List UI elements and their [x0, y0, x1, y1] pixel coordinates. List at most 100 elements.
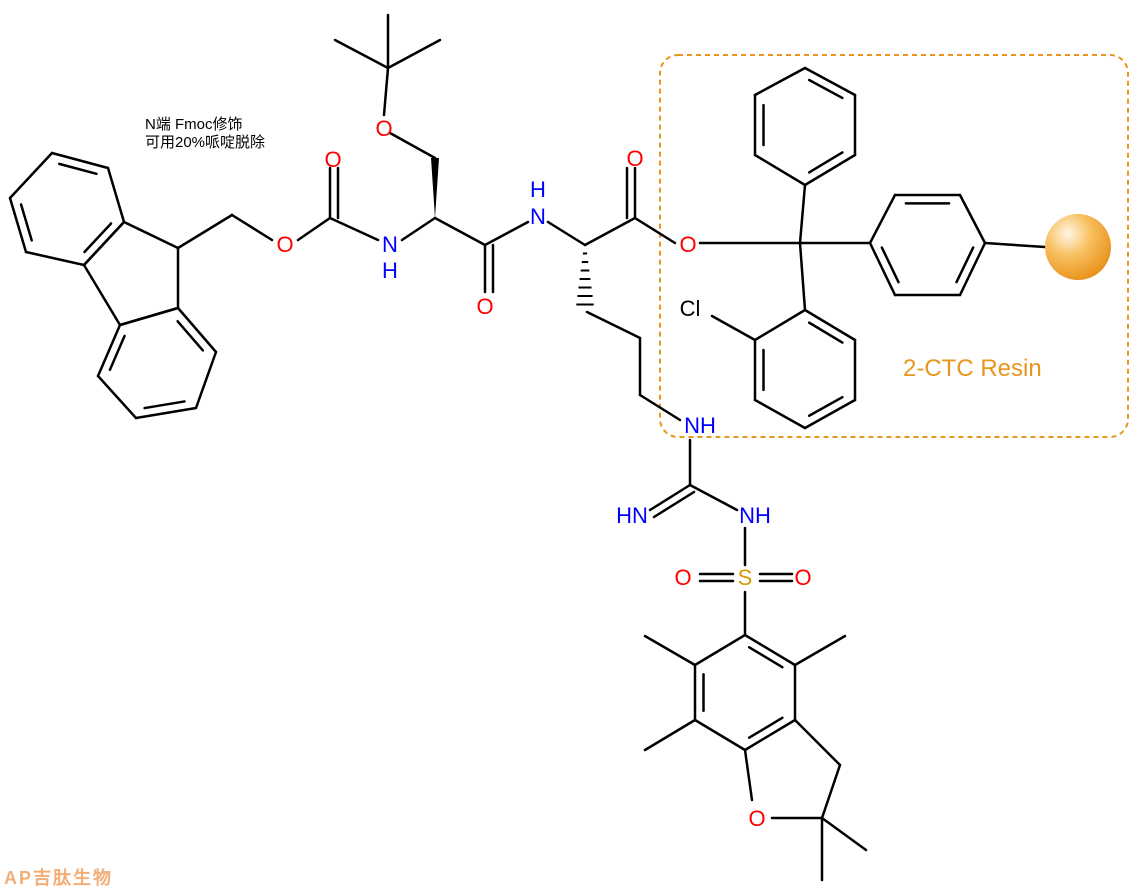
bond [820, 816, 868, 852]
bond [638, 393, 682, 422]
bond [585, 310, 642, 340]
bond [400, 216, 437, 242]
watermark-logo: AP吉肽生物 [4, 868, 114, 888]
bond [296, 216, 332, 242]
resin-label: 2-CTC Resin [903, 355, 1042, 382]
annotation-line-2: 可用20%哌啶脱除 [145, 134, 266, 151]
bond [82, 263, 122, 327]
atom-label-o: O [324, 147, 341, 172]
bond [143, 400, 186, 410]
bond [798, 241, 807, 312]
bond [643, 718, 697, 752]
bond [803, 398, 857, 430]
bond [753, 153, 807, 187]
bond [583, 216, 637, 247]
atom-label-o: O [276, 232, 293, 257]
bond [96, 374, 138, 420]
bond [633, 216, 677, 245]
bond [230, 213, 274, 242]
resin-bead [1045, 214, 1111, 280]
bond [983, 241, 1047, 249]
hashed-bond [576, 252, 594, 306]
atom-label-n: NH [684, 413, 716, 438]
bond [743, 633, 797, 667]
bond [333, 38, 390, 70]
atom-label-n: N [382, 232, 398, 257]
bond [19, 203, 33, 242]
atom-label-o: O [679, 232, 696, 257]
bond [433, 216, 487, 247]
atom-label-o: O [674, 565, 691, 590]
bond [8, 151, 54, 200]
atom-label-n: N [530, 204, 546, 229]
atom-label-cl: Cl [680, 296, 701, 321]
bond [807, 78, 844, 100]
bond [753, 66, 807, 97]
atom-label-o: O [375, 116, 392, 141]
bond [693, 633, 747, 667]
bond [793, 634, 847, 667]
atom-label-o: O [476, 294, 493, 319]
annotation-line-1: N端 Fmoc修饰 [145, 116, 243, 133]
atom-label-o: O [794, 565, 811, 590]
bond [386, 38, 442, 70]
bond [820, 763, 842, 820]
bond [82, 220, 126, 267]
bond [807, 151, 844, 174]
bond [106, 166, 126, 224]
bond [753, 308, 807, 342]
bond [648, 483, 692, 512]
bond [743, 748, 754, 802]
bond [382, 66, 390, 117]
bond [743, 718, 797, 752]
bond [643, 634, 697, 667]
bond [753, 398, 807, 430]
atom-label-o: O [748, 806, 765, 831]
bond [807, 321, 844, 344]
bond [176, 213, 234, 250]
bond [24, 250, 86, 267]
bond [868, 193, 897, 245]
bond [868, 241, 897, 297]
bond [546, 220, 587, 247]
bond [803, 66, 857, 97]
atom-label-s: S [738, 565, 753, 590]
bond [108, 334, 126, 372]
bond [328, 216, 380, 242]
bond [8, 196, 28, 254]
bond [955, 246, 975, 284]
bond [194, 350, 218, 410]
bond [798, 183, 807, 245]
bond [793, 718, 842, 767]
bond [880, 246, 900, 284]
bonds [8, 13, 1047, 882]
bond [747, 716, 784, 739]
bond [803, 153, 857, 187]
bond [388, 131, 437, 160]
bond [958, 193, 987, 245]
bond [747, 646, 784, 669]
bond [50, 151, 110, 170]
bond [483, 220, 530, 247]
wedge-bond [431, 158, 439, 218]
bond [807, 395, 844, 418]
atom-label-n: H [530, 177, 546, 202]
bond [652, 490, 696, 519]
bond [176, 306, 218, 354]
fmoc-annotation: N端 Fmoc修饰 可用20%哌啶脱除 [145, 116, 265, 152]
bond [134, 406, 198, 420]
bond [803, 308, 857, 342]
atom-label-n: HN [616, 503, 648, 528]
bond [176, 320, 205, 352]
bond [83, 222, 113, 254]
bond [122, 220, 180, 250]
atom-label-n: NH [739, 503, 771, 528]
bond [693, 718, 747, 752]
bond [710, 314, 757, 342]
bond [958, 241, 987, 297]
bond [96, 323, 122, 378]
bond [118, 306, 180, 327]
atom-label-o: O [626, 146, 643, 171]
